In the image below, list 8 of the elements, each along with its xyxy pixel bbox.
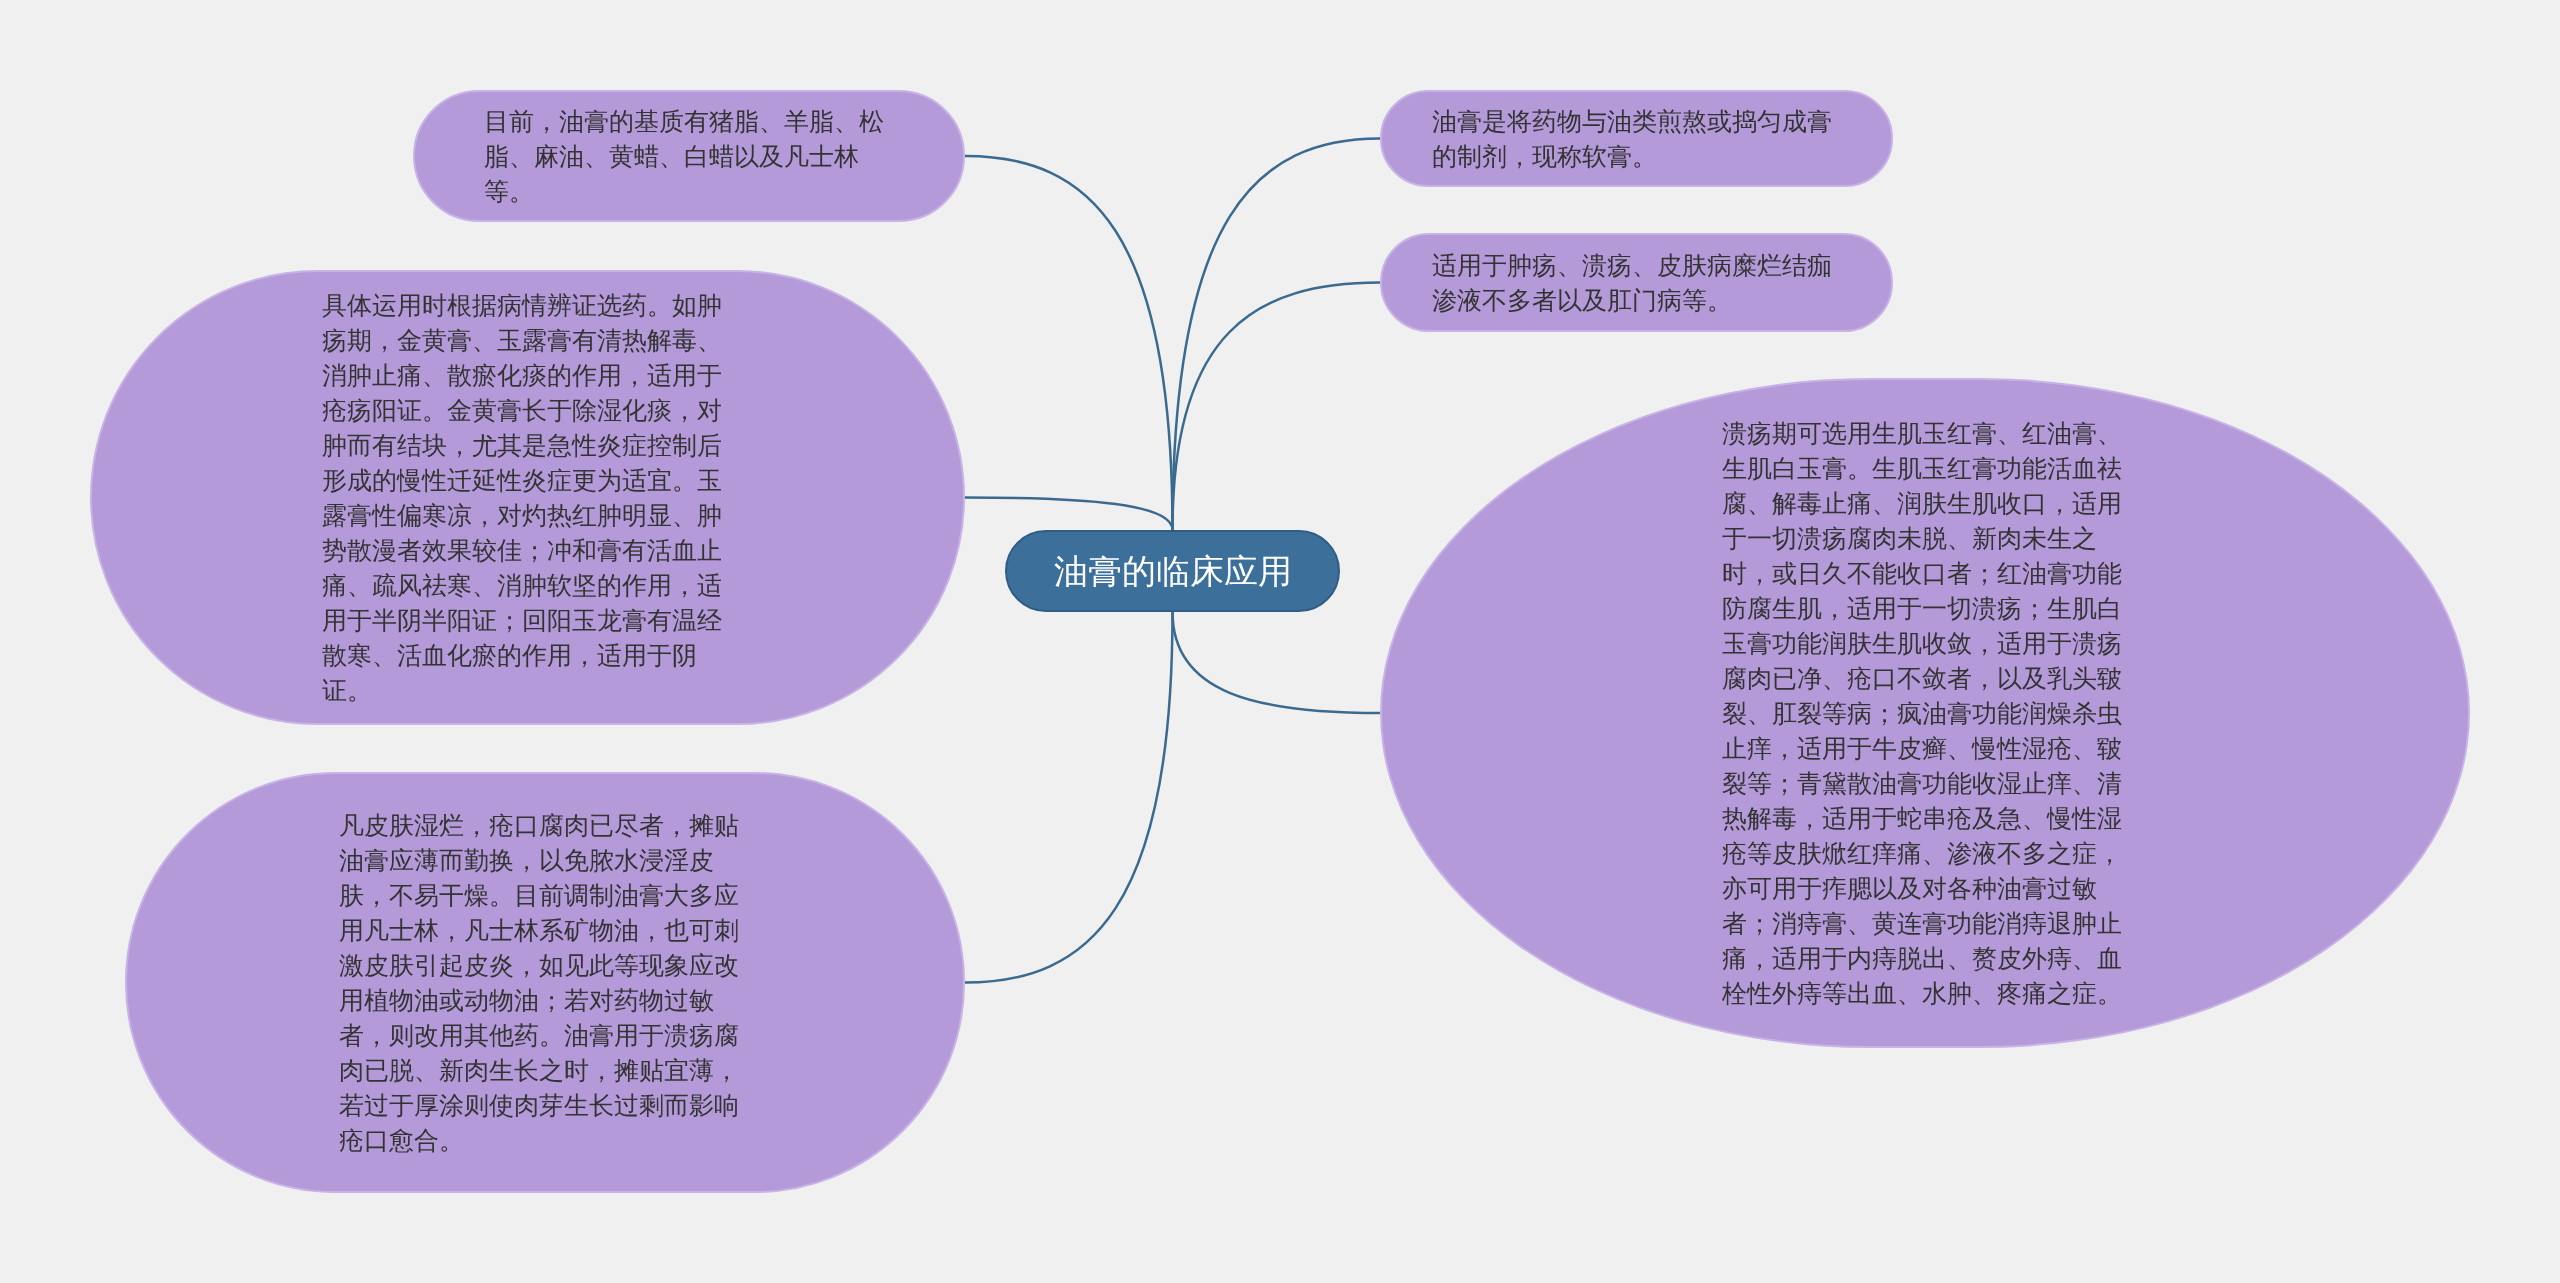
node-text: 油膏的临床应用 <box>1053 551 1292 591</box>
node-text: 油膏是将药物与油类煎熬或捣匀成膏的制剂，现称软膏。 <box>1431 105 1833 173</box>
node-text: 目前，油膏的基质有猪脂、羊脂、松脂、麻油、黄蜡、白蜡以及凡士林等。 <box>484 105 885 208</box>
node-text: 溃疡期可选用生肌玉红膏、红油膏、生肌白玉膏。生肌玉红膏功能活血祛腐、解毒止痛、润肤生肌收口，适用于一切溃疡腐肉未脱、新肉未生之时，或日久不能收口者；红油膏功能防腐生肌，适用于一切溃疡；生肌白玉膏功能润肤生肌收敛，适用于溃疡腐肉已净、疮口不敛者，以及乳头皲裂、肛裂等病；疯油膏功能润燥杀虫止痒，适用于牛皮癣、慢性湿疮、皲裂等；青黛散油膏功能收湿止痒、清热解毒，适用于蛇串疮及急、慢性湿疮等皮肤焮红痒痛、渗液不多之症，亦可用于痄腮以及对各种油膏过敏者；消痔膏、黄连膏功能消痔退肿止痛，适用于内痔脱出、赘皮外痔、血栓性外痔等出血、水肿、疼痛之症。 <box>1722 417 2123 1010</box>
node-text: 凡皮肤湿烂，疮口腐肉已尽者，摊贴油膏应薄而勤换，以免脓水浸淫皮肤，不易干燥。目前调制油膏大多应用凡士林，凡士林系矿物油，也可刺激皮肤引起皮炎，如见此等现象应改用植物油或动物油；若对药物过敏者，则改用其他药。油膏用于溃疡腐肉已脱、新肉生长之时，摊贴宜薄，若过于厚涂则使肉芽生长过剩而影响疮口愈合。 <box>339 809 740 1157</box>
node-text: 具体运用时根据病情辨证选药。如肿疡期，金黄膏、玉露膏有清热解毒、消肿止痛、散瘀化痰的作用，适用于疮疡阳证。金黄膏长于除湿化痰，对肿而有结块，尤其是急性炎症控制后形成的慢性迁延性炎症更为适宜。玉露膏性偏寒凉，对灼热红肿明显、肿势散漫者效果较佳；冲和膏有活血止痛、疏风祛寒、消肿软坚的作用，适用于半阴半阳证；回阳玉龙膏有温经散寒、活血化瘀的作用，适用于阴证。 <box>321 289 723 707</box>
connector-curve <box>964 611 1174 984</box>
node-text: 适用于肿疡、溃疡、皮肤病糜烂结痂渗液不多者以及肛门病等。 <box>1431 249 1833 317</box>
